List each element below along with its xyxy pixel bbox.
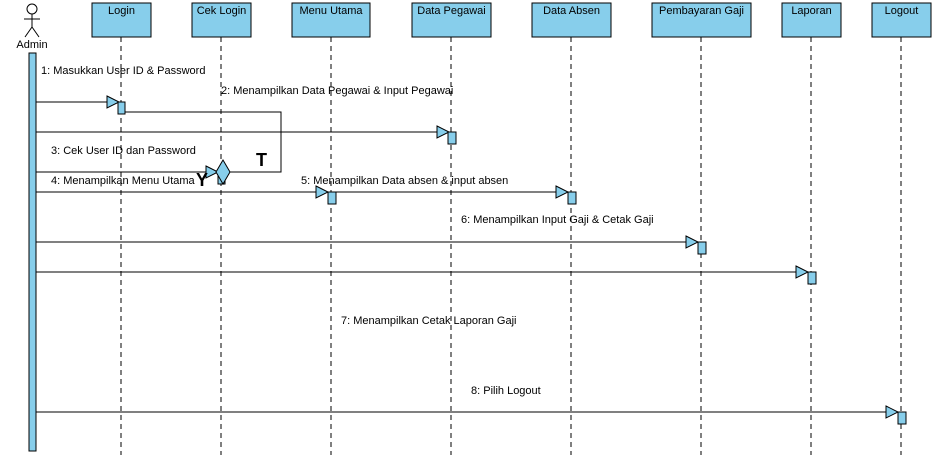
message-5: 5: Menampilkan Data absen & input absen: [301, 175, 577, 205]
message-6: 6: Menampilkan Input Gaji & Cetak Gaji: [36, 214, 707, 255]
lifeline-box-menu-utama: [291, 2, 371, 38]
lifeline-login: Login: [91, 2, 152, 455]
lifeline-logout: Logout: [871, 2, 932, 455]
activation-login: [117, 101, 126, 115]
lifeline-label-laporan: Laporan: [791, 5, 831, 17]
arrow-head-icon: [685, 235, 700, 249]
message-label: 4: Menampilkan Menu Utama: [51, 175, 196, 187]
message-label: 3: Cek User ID dan Password: [51, 145, 196, 157]
lifeline-label-logout: Logout: [885, 5, 919, 17]
activation-data-absen: [567, 191, 577, 205]
message-label: 5: Menampilkan Data absen & input absen: [301, 175, 508, 187]
arrow-head-icon: [885, 405, 900, 419]
lifeline-box-login: [91, 2, 152, 38]
arrow-head-icon: [795, 265, 810, 279]
decision-true-label: T: [256, 150, 267, 170]
message-label: 8: Pilih Logout: [471, 385, 541, 397]
message-label: 7: Menampilkan Cetak Laporan Gaji: [341, 315, 516, 327]
lifeline-laporan: Laporan: [781, 2, 842, 455]
lifeline-box-laporan: [781, 2, 842, 38]
actor-leg-left: [24, 26, 33, 38]
message-4: 4: Menampilkan Menu Utama: [36, 175, 337, 205]
lifeline-label-login: Login: [108, 5, 135, 17]
activation-menu-utama: [327, 191, 337, 205]
lifeline-label-pembayaran-gaji: Pembayaran Gaji: [659, 5, 744, 17]
decision-false-label: Y: [196, 170, 208, 190]
lifeline-box-pembayaran-gaji: [651, 2, 752, 38]
actor-admin: Admin: [16, 3, 48, 51]
message-8: 8: Pilih Logout: [36, 385, 907, 425]
arrow-head-icon: [555, 185, 570, 199]
message-label: 1: Masukkan User ID & Password: [41, 65, 205, 77]
arrow-head-icon: [315, 185, 330, 199]
message-1: 1: Masukkan User ID & Password: [36, 65, 205, 115]
lifeline-cek-login: Cek Login: [191, 2, 252, 455]
lifeline-label-data-absen: Data Absen: [543, 5, 600, 17]
lifeline-menu-utama: Menu Utama: [291, 2, 371, 455]
message-label: 2: Menampilkan Data Pegawai & Input Pega…: [221, 85, 453, 97]
decision-diamond-icon: [215, 159, 231, 185]
lifeline-label-menu-utama: Menu Utama: [300, 5, 364, 17]
lifeline-label-data-pegawai: Data Pegawai: [417, 5, 486, 17]
message-3: 3: Cek User ID dan Password T Y: [36, 145, 267, 190]
actor-leg-right: [31, 26, 40, 38]
arrow-head-icon: [436, 125, 451, 139]
actor-head: [26, 3, 38, 15]
lifeline-pembayaran-gaji: Pembayaran Gaji: [651, 2, 752, 455]
activation-data-pegawai: [447, 131, 457, 145]
lifeline-data-pegawai: Data Pegawai: [411, 2, 492, 455]
login-check-return: [125, 111, 282, 173]
return-line: [125, 111, 282, 173]
actor-label: Admin: [16, 39, 47, 51]
activation-logout: [897, 411, 907, 425]
lifeline-box-data-pegawai: [411, 2, 492, 38]
lifeline-data-absen: Data Absen: [531, 2, 612, 455]
lifeline-label-cek-login: Cek Login: [197, 5, 247, 17]
activation-pembayaran-gaji: [697, 241, 707, 255]
lifeline-box-data-absen: [531, 2, 612, 38]
arrow-head-icon: [205, 165, 220, 179]
arrow-head-icon: [106, 95, 121, 109]
actor-activation-bar: [28, 52, 37, 452]
message-label: 6: Menampilkan Input Gaji & Cetak Gaji: [461, 214, 654, 226]
activation-laporan: [807, 271, 817, 285]
message-7: 7: Menampilkan Cetak Laporan Gaji: [36, 265, 817, 327]
lifeline-box-logout: [871, 2, 932, 38]
message-2: 2: Menampilkan Data Pegawai & Input Pega…: [36, 85, 457, 145]
